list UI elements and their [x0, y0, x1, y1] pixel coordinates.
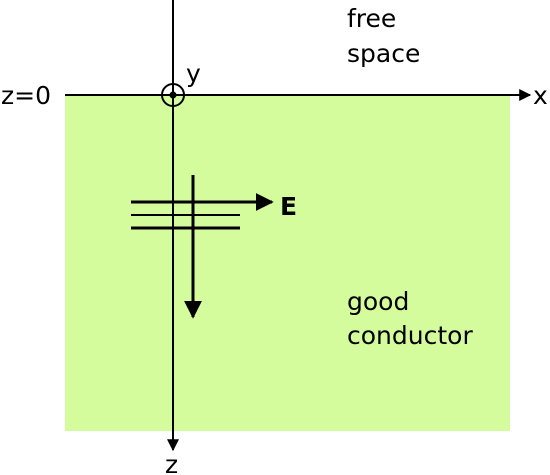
conductor-label-line2: conductor	[347, 321, 473, 350]
free-space-label-line2: space	[347, 39, 420, 68]
e-field-label: E	[280, 192, 297, 221]
z-zero-label: z=0	[1, 81, 51, 110]
free-space-label-line1: free	[347, 4, 396, 33]
x-axis-label: x	[533, 81, 548, 110]
z-axis-label: z	[165, 450, 178, 475]
y-axis-out-of-page-icon	[161, 83, 185, 107]
conductor-label-line1: good	[347, 287, 409, 316]
y-axis-label: y	[186, 59, 201, 88]
conductor-region	[65, 95, 510, 431]
